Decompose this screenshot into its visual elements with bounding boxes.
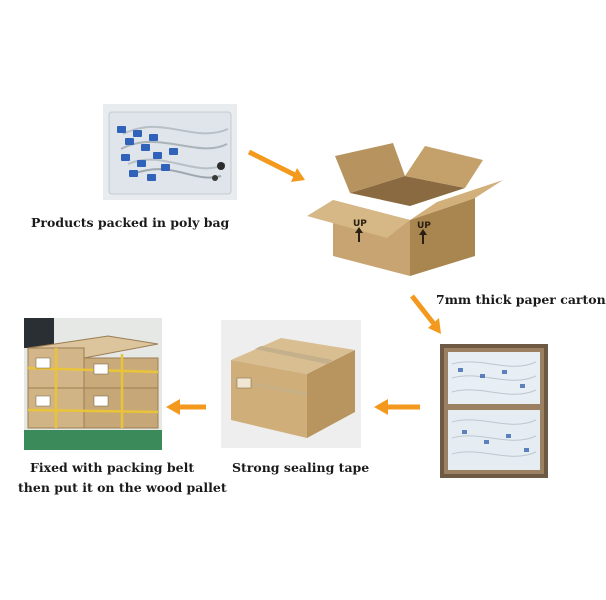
pallet-photo xyxy=(24,318,162,450)
arrow-left-icon xyxy=(374,399,420,415)
up-mark-front: UP xyxy=(353,219,367,229)
sealed-box-photo xyxy=(221,320,361,448)
arrow-right-down-icon xyxy=(247,149,305,182)
step1-label: Products packed in poly bag xyxy=(31,215,230,230)
step2-label: 7mm thick paper carton xyxy=(436,292,606,307)
arrow-left-icon-2 xyxy=(166,399,206,415)
carton-contents-photo xyxy=(440,344,548,478)
arrow-down-right-icon xyxy=(410,294,441,334)
open-carton-image: UP UP xyxy=(305,138,505,278)
step3-label: Strong sealing tape xyxy=(232,460,370,475)
step4-label-line2: then put it on the wood pallet xyxy=(18,480,227,495)
poly-bag-photo xyxy=(103,104,237,200)
step4-label-line1: Fixed with packing belt xyxy=(30,460,195,475)
up-mark-side: UP xyxy=(417,221,431,231)
